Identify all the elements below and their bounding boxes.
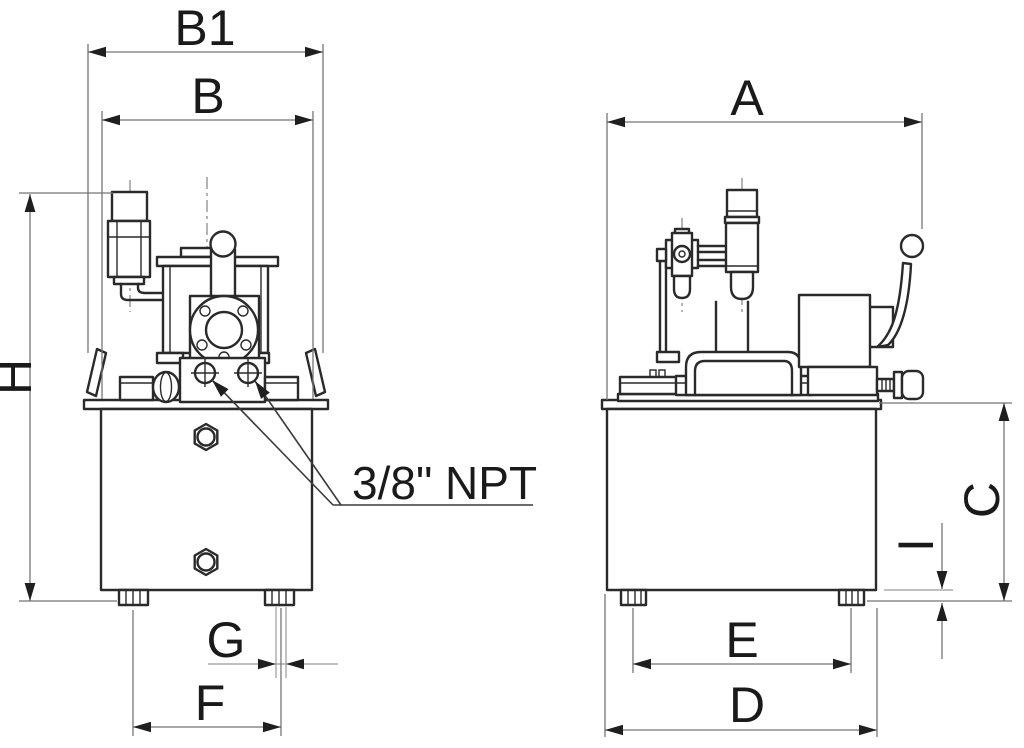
npt-callout: 3/8" NPT — [211, 379, 537, 509]
dim-label-e: E — [725, 612, 758, 668]
muffler — [106, 190, 152, 286]
base-bolt — [649, 369, 657, 378]
motor-block — [797, 293, 872, 369]
front-foot-left — [117, 588, 150, 607]
side-foot-right — [837, 588, 866, 607]
dim-d: D — [604, 594, 878, 737]
filter-bowl — [729, 270, 755, 301]
dim-b: B — [101, 68, 314, 399]
dim-label-g: G — [207, 612, 246, 668]
port-manifold — [178, 356, 267, 404]
side-view — [600, 178, 925, 607]
release-knob — [875, 369, 925, 401]
dim-label-b1: B1 — [174, 0, 235, 56]
dim-label-a: A — [730, 70, 764, 126]
front-view — [82, 177, 330, 607]
oil-fill-plug — [151, 370, 181, 404]
dim-label-d: D — [729, 677, 765, 733]
dim-label-c: C — [954, 482, 1010, 518]
carry-handle — [684, 350, 803, 397]
support-foot — [655, 350, 681, 364]
npt-port-1 — [191, 359, 219, 387]
base-bolt — [658, 369, 666, 378]
dimensions: B1 B A H — [0, 0, 1012, 737]
tank-top-fittings — [118, 370, 300, 404]
dim-b1: B1 — [87, 0, 324, 353]
pump-flange — [188, 294, 261, 366]
air-filter — [723, 188, 761, 301]
dim-e: E — [632, 608, 852, 673]
front-tank-plug-lower — [193, 547, 219, 577]
front-tank-body — [99, 407, 314, 592]
dim-label-f: F — [195, 675, 226, 731]
lever-knob — [899, 233, 925, 259]
side-tank-body — [605, 407, 878, 592]
air-pipe — [696, 244, 728, 268]
air-valve — [655, 227, 700, 300]
front-tank — [82, 347, 330, 607]
dim-f: F — [132, 608, 282, 736]
handle-bracket-right — [304, 347, 327, 398]
air-prep-support — [655, 260, 750, 364]
dim-label-i: I — [888, 538, 944, 552]
dim-a: A — [606, 70, 923, 400]
npt-port-2 — [234, 359, 262, 387]
handle-bracket-left — [85, 347, 108, 398]
front-tank-plug-upper — [193, 422, 219, 452]
side-foot-left — [619, 588, 648, 607]
pump-top-tab — [179, 246, 215, 259]
pump-handle-socket — [209, 230, 237, 302]
elbow-pipe — [119, 282, 166, 302]
side-tank — [600, 398, 883, 607]
dim-g: G — [207, 607, 338, 678]
dim-label-b: B — [191, 68, 224, 124]
base-block-left — [618, 375, 679, 396]
dim-label-h: H — [0, 359, 42, 395]
motor-mount-block — [806, 365, 879, 397]
air-motor — [797, 233, 925, 401]
front-foot-right — [263, 588, 296, 607]
valve-bowl — [672, 274, 692, 300]
dim-i: I — [884, 523, 953, 659]
dim-h: H — [0, 192, 117, 602]
npt-label: 3/8" NPT — [352, 457, 537, 509]
valve-inlet-stub — [655, 247, 668, 263]
pump-lever — [875, 261, 913, 349]
dim-c: C — [867, 402, 1012, 602]
